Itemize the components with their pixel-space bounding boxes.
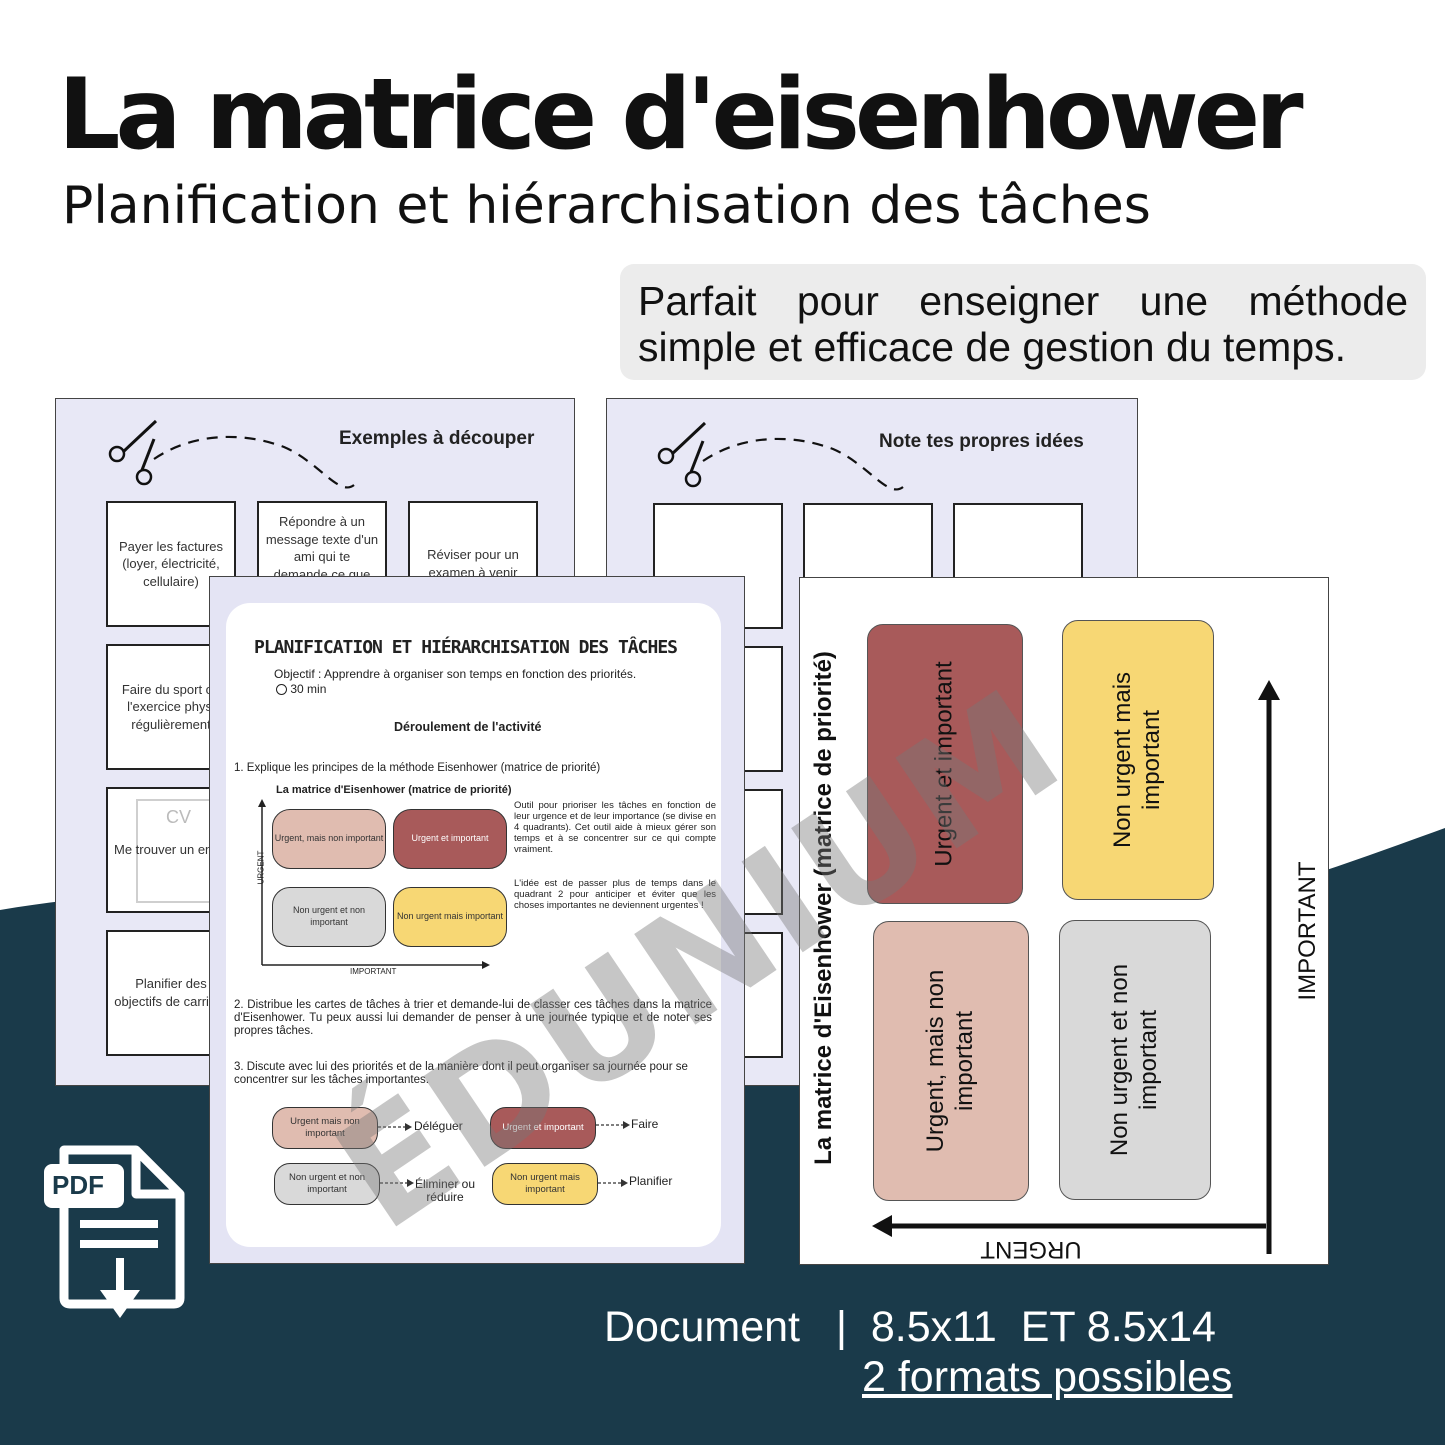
main-title: La matrice d'eisenhower: [58, 58, 1304, 172]
callout-word: Parfait: [638, 278, 757, 324]
activity-card: PLANIFICATION ET HIÉRARCHISATION DES TÂC…: [226, 603, 721, 1247]
description-callout: Parfait pour enseigner une méthode simpl…: [620, 264, 1426, 380]
mini-axis-important: IMPORTANT: [350, 967, 397, 976]
mini-quadrant-urgent-not-important: Urgent, mais non important: [272, 809, 386, 869]
task-card-text: Me trouver un em: [114, 842, 216, 858]
clock-icon: [276, 684, 287, 695]
mini-matrix-axes: [258, 799, 490, 969]
flow-box-neither: Non urgent et non important: [274, 1163, 380, 1205]
flow-action-eliminate: Éliminer ou réduire: [414, 1177, 476, 1205]
quadrant-important-not-urgent: Non urgent mais important: [1062, 620, 1214, 900]
footer-formats-line: 2 formats possibles: [862, 1353, 1233, 1401]
axis-label-urgent: URGENT: [980, 1236, 1082, 1263]
scissors-icon: [657, 421, 904, 491]
flow-action-plan: Planifier: [629, 1174, 673, 1188]
callout-word: pour: [796, 278, 879, 324]
dashed-arrow-icon: [596, 1121, 630, 1129]
flow-box-urgent-important: Urgent et important: [490, 1107, 596, 1149]
step-1: 1. Explique les principes de la méthode …: [234, 762, 601, 774]
callout-line-1: Parfait pour enseigner une méthode: [638, 278, 1408, 325]
callout-word: méthode: [1248, 278, 1408, 324]
flow-box-urgent-not-important: Urgent mais non important: [272, 1107, 378, 1149]
matrix-axes: [872, 680, 1280, 1254]
explanation-paragraph-1: Outil pour prioriser les tâches en fonct…: [514, 800, 716, 855]
step-2: 2. Distribue les cartes de tâches à trie…: [234, 999, 712, 1037]
mini-quadrant-important-not-urgent: Non urgent mais important: [393, 887, 507, 947]
mini-matrix-title: La matrice d'Eisenhower (matrice de prio…: [276, 784, 512, 796]
footer-document-line: Document | 8.5x11 ET 8.5x14: [604, 1303, 1216, 1351]
quadrant-urgent-important: Urgent et important: [867, 624, 1023, 904]
quadrant-neither: Non urgent et non important: [1059, 920, 1211, 1200]
scissors-icon: [108, 419, 355, 489]
callout-word: enseigner: [919, 278, 1100, 324]
mini-quadrant-neither: Non urgent et non important: [272, 887, 386, 947]
pdf-icon-label: PDF: [52, 1170, 104, 1200]
eisenhower-matrix-sheet: La matrice d'Eisenhower (matrice de prio…: [799, 577, 1329, 1265]
dashed-arrow-icon: [380, 1179, 414, 1187]
flow-action-delegate: Déléguer: [414, 1119, 463, 1133]
mini-axis-urgent: URGENT: [256, 850, 266, 885]
task-card-text: Répondre à un message texte d'un ami qui…: [265, 514, 379, 582]
pdf-download-icon: [44, 1145, 185, 1318]
task-card-text: Faire du sport ou l'exercice physi régul…: [121, 681, 221, 732]
subtitle: Planification et hiérarchisation des tâc…: [62, 176, 1151, 236]
duration-text: 30 min: [290, 682, 327, 696]
activity-title: PLANIFICATION ET HIÉRARCHISATION DES TÂC…: [254, 637, 678, 658]
activity-duration: 30 min: [276, 682, 326, 696]
callout-word: une: [1139, 278, 1209, 324]
explanation-paragraph-2: L'idée est de passer plus de temps dans …: [514, 878, 716, 911]
mini-quadrant-urgent-important: Urgent et important: [393, 809, 507, 869]
flow-box-important-not-urgent: Non urgent mais important: [492, 1163, 598, 1205]
activity-sheet: PLANIFICATION ET HIÉRARCHISATION DES TÂC…: [209, 576, 745, 1264]
notes-sheet-heading: Note tes propres idées: [879, 431, 1084, 452]
quadrant-urgent-not-important: Urgent, mais non important: [873, 921, 1029, 1201]
axis-label-important: IMPORTANT: [1294, 861, 1321, 1001]
task-card-text: Planifier des objectifs de carrière: [114, 976, 228, 1009]
cv-icon-label: CV: [166, 807, 192, 827]
dashed-arrow-icon: [598, 1179, 628, 1187]
activity-objective: Objectif : Apprendre à organiser son tem…: [274, 667, 637, 681]
callout-line-2: simple et efficace de gestion du temps.: [638, 324, 1347, 370]
step-3: 3. Discute avec lui des priorités et de …: [234, 1061, 688, 1086]
cut-sheet-heading: Exemples à découper: [339, 428, 535, 449]
flow-action-do: Faire: [631, 1117, 659, 1131]
task-card-text: Payer les factures (loyer, électricité, …: [118, 538, 224, 589]
section-title: Déroulement de l'activité: [394, 720, 542, 734]
dashed-arrow-icon: [378, 1123, 412, 1131]
